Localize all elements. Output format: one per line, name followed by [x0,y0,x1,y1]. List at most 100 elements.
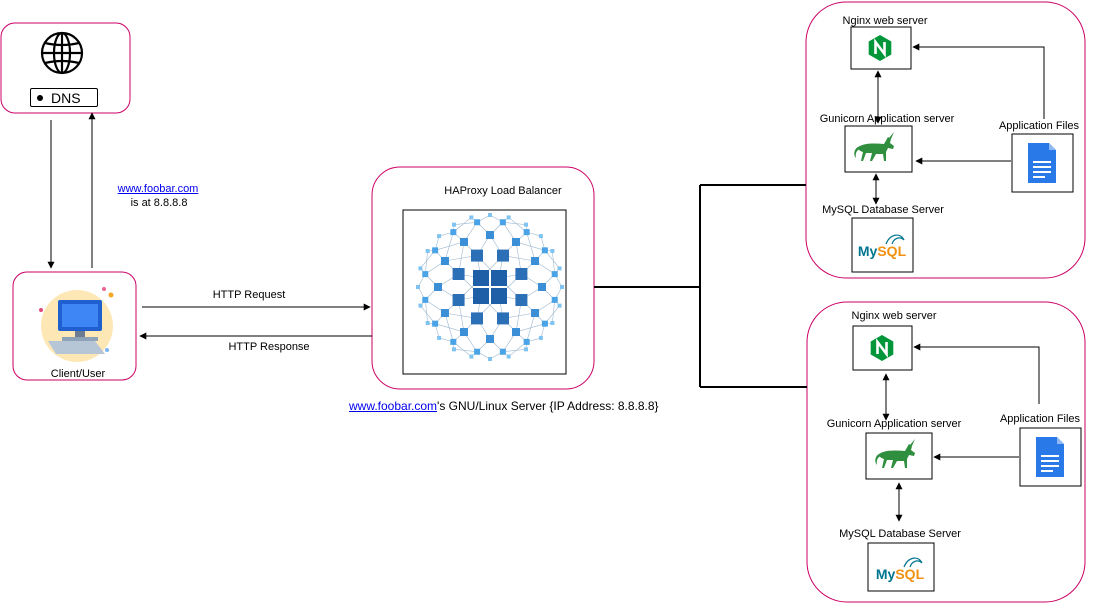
mesh-edge [420,250,436,269]
mesh-node [432,320,439,327]
mesh-node [452,347,456,352]
mesh-node [541,247,548,254]
mesh-node [560,285,564,289]
mesh-node [469,354,474,359]
mesh-node [512,237,520,246]
mesh-node [422,296,429,303]
server1-gunicorn-label: Gunicorn Application server [819,113,955,125]
server-caption: www.foobar.com's GNU/Linux Server {IP Ad… [349,399,659,413]
mesh-node [440,257,449,265]
mesh-edge [424,250,428,275]
mesh-node [434,283,442,291]
mesh-node [486,335,494,343]
mesh-node [524,347,528,352]
mesh-node [538,335,543,340]
mesh-node [460,237,468,246]
mesh-node [512,328,520,337]
mesh-node [538,283,546,291]
mesh-node [538,234,543,239]
mesh-node [550,249,555,253]
mesh-node [474,219,481,226]
mesh-node [515,267,528,280]
server1-files-label: Application Files [998,120,1080,132]
bullet-icon [37,95,43,101]
mesh-node [437,234,442,239]
http-request-label: HTTP Request [212,289,286,301]
mesh-node [506,215,511,220]
mesh-edge [508,217,527,233]
mesh-node [499,348,506,355]
lb-to-servers-connector [594,184,807,388]
mesh-edge [544,250,560,269]
mesh-node [473,270,489,286]
server1-nginx-label: Nginx web server [842,15,928,27]
mesh-node [432,247,439,254]
mesh-node [551,271,558,278]
mesh-node [523,229,530,236]
mesh-node [497,249,510,262]
mesh-node [531,309,540,317]
server2-document-icon [1036,437,1064,477]
http-response-label: HTTP Response [228,341,310,353]
mesh-node [523,338,530,345]
server2-nginx-label: Nginx web server [851,310,937,322]
mesh-edge [552,250,556,275]
mesh-edge [453,349,478,353]
server-caption-link[interactable]: www.foobar.com [349,399,438,413]
mesh-node [497,312,510,325]
mesh-node [422,271,429,278]
mesh-node [541,320,548,327]
mesh-node [418,266,423,271]
dns-box: DNS [30,88,98,107]
globe-icon [40,31,84,75]
mesh-node [473,288,489,304]
server1-document-icon [1028,143,1056,183]
dns-label: DNS [51,90,81,106]
mesh-edge [420,305,436,324]
server2-container [806,301,1086,603]
server-caption-text: 's GNU/Linux Server {IP Address: 8.8.8.8… [437,399,659,413]
mesh-node [460,328,468,337]
mesh-edge [502,221,527,225]
dns-response-text: is at 8.8.8.8 [130,197,188,209]
mesh-node [474,348,481,355]
mesh-node [452,294,465,307]
haproxy-mesh-icon [416,213,564,361]
mesh-node [437,335,442,340]
mesh-node [450,229,457,236]
mesh-node [450,338,457,345]
mesh-edge [453,221,478,225]
mesh-node [418,303,423,308]
mesh-node [557,266,562,271]
server2-mysql-label: MySQL Database Server [839,528,961,540]
mesh-node [491,270,507,286]
mesh-node [499,219,506,226]
mesh-node [452,222,456,227]
mesh-node [515,294,528,307]
server2-files-nginx-arrow [913,343,1040,404]
mesh-node [550,321,555,325]
mesh-node [531,257,540,265]
mesh-edge [453,341,472,357]
mesh-node [488,357,492,361]
mesh-node [524,222,528,227]
server2-files-label: Application Files [999,413,1081,425]
mesh-node [416,285,420,289]
dns-response-domain[interactable]: www.foobar.com [117,183,199,195]
mesh-node [551,296,558,303]
mesh-node [470,312,483,325]
server2-gunicorn-label: Gunicorn Application server [826,418,962,430]
mesh-edge [515,241,545,251]
mesh-node [557,303,562,308]
mesh-node [491,288,507,304]
mesh-node [488,213,492,217]
mesh-node [486,231,494,239]
load-balancer-title: HAProxy Load Balancer [444,185,562,197]
mesh-edge [435,323,465,333]
mesh-node [440,309,449,317]
mesh-node [425,321,430,325]
mesh-node [425,249,430,253]
mesh-edge [544,305,560,324]
mesh-edge [508,341,527,357]
mesh-edge [444,232,454,262]
